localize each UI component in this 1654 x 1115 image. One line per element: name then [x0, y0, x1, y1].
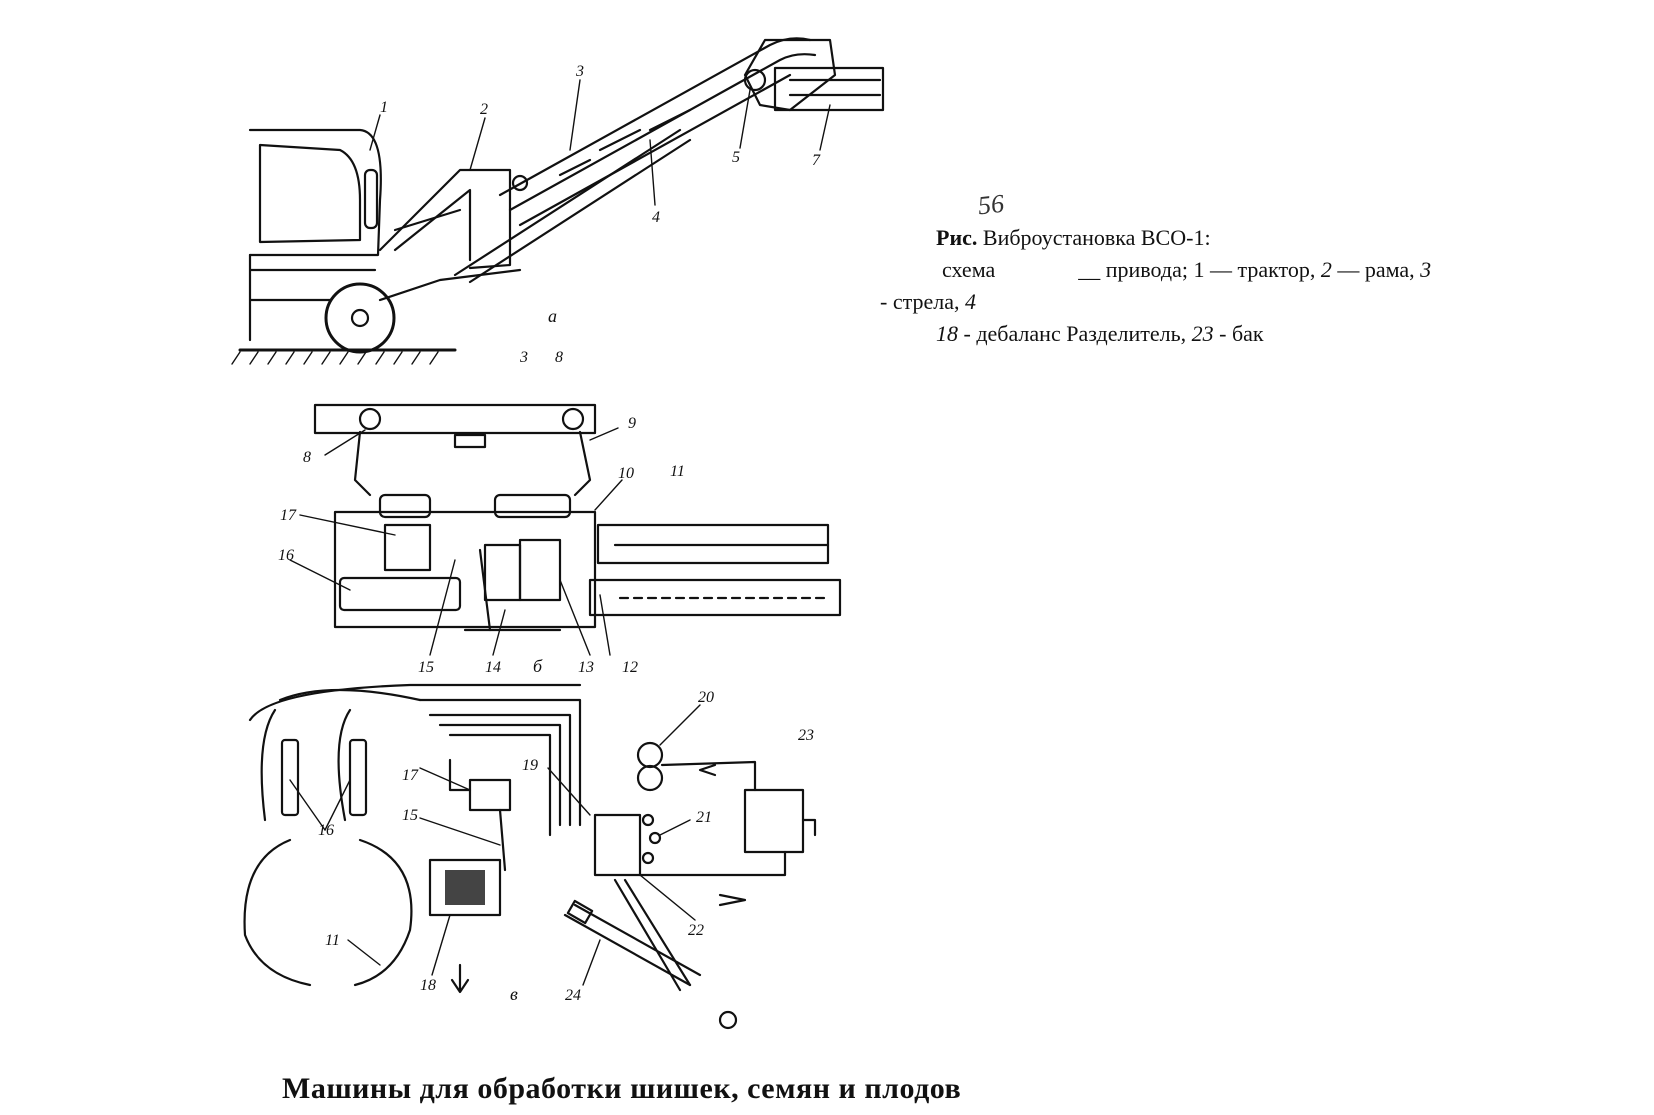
part-label-13: 13: [578, 659, 594, 676]
part-label-14: 14: [485, 659, 501, 676]
part-label-15b: 15: [402, 807, 418, 824]
caption-number: 3: [1420, 257, 1432, 282]
part-label-7: 7: [812, 152, 821, 169]
view-letter-b: б: [533, 656, 543, 676]
part-label-11b: 11: [325, 932, 340, 949]
caption-line-1: Рис. Виброустановка ВСО-1:: [880, 222, 1520, 254]
part-label-8: 8: [555, 349, 563, 366]
part-label-3b: 3: [519, 349, 528, 366]
part-label-10: 10: [618, 465, 634, 482]
view-c-hydraulic-scheme: [243, 683, 817, 1030]
view-letter-a: а: [548, 306, 557, 326]
view-a-tractor-boom: [231, 37, 885, 365]
caption-text: __ привода; 1 — трактор,: [1078, 257, 1316, 282]
part-label-16: 16: [278, 547, 294, 564]
caption-line-4: 18 - дебаланс Разделитель, 23 - бак: [880, 318, 1520, 350]
caption-line-3: - стрела, 4: [880, 286, 1520, 318]
part-label-5: 5: [732, 149, 740, 166]
caption-number: 2: [1320, 257, 1332, 282]
part-label-19: 19: [522, 757, 538, 774]
section-heading: Машины для обработки шишек, семян и плод…: [282, 1072, 962, 1105]
part-label-4: 4: [652, 209, 660, 226]
caption-text: — рама,: [1337, 257, 1415, 282]
caption-text: - стрела,: [880, 289, 960, 314]
caption-number: 23: [1191, 321, 1214, 346]
part-label-21: 21: [696, 809, 712, 826]
view-letter-v: в: [510, 984, 518, 1004]
part-number-labels: 1 2 3 4 5 7 3 8 8 9 10 11 17 16 15 14 13…: [278, 63, 821, 1004]
part-label-24: 24: [565, 987, 581, 1004]
part-label-9: 9: [628, 415, 636, 432]
part-label-18: 18: [420, 977, 436, 994]
part-label-2: 2: [480, 101, 488, 118]
part-label-23: 23: [798, 727, 814, 744]
part-label-20: 20: [698, 689, 714, 706]
caption-text: - бак: [1219, 321, 1264, 346]
view-letters: а б в: [510, 306, 557, 1004]
caption-title: Виброустановка ВСО-1:: [982, 225, 1211, 250]
caption-text: схема: [942, 257, 996, 282]
part-label-3: 3: [575, 63, 584, 80]
part-label-1: 1: [380, 99, 388, 116]
part-label-17: 17: [280, 507, 297, 524]
caption-number: 4: [964, 289, 976, 314]
part-label-15: 15: [418, 659, 434, 676]
part-label-11: 11: [670, 463, 685, 480]
view-b-vibrator-plan: [289, 403, 842, 656]
caption-line-2: схема __ привода; 1 — трактор, 2 — рама,…: [880, 254, 1520, 286]
caption-text: - дебаланс Разделитель,: [963, 321, 1187, 346]
part-label-16b: 16: [318, 822, 334, 839]
part-label-22: 22: [688, 922, 704, 939]
part-label-17b: 17: [402, 767, 419, 784]
caption-fig-label: Рис.: [936, 225, 978, 250]
caption-number: 18: [936, 321, 958, 346]
handwritten-page-number: 56: [976, 188, 1006, 221]
figure-caption: Рис. Виброустановка ВСО-1: схема __ прив…: [880, 222, 1520, 350]
part-label-12: 12: [622, 659, 638, 676]
part-label-8b: 8: [303, 449, 311, 466]
